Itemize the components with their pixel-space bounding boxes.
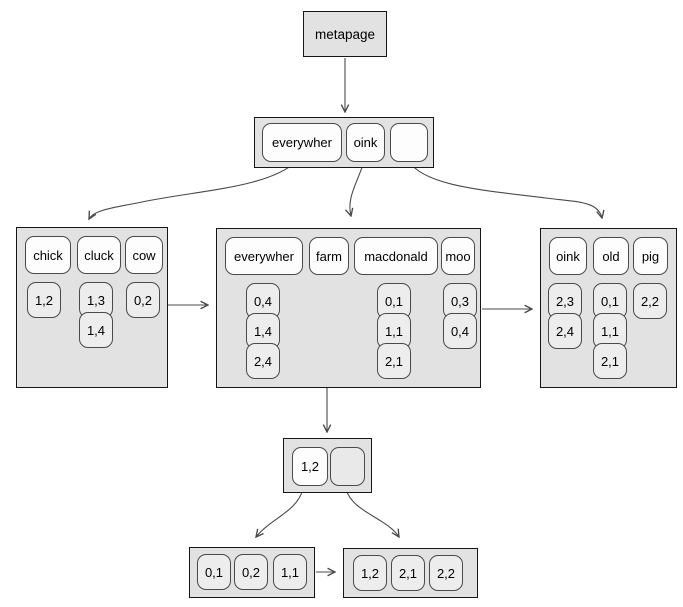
key-moo: moo — [441, 237, 475, 275]
leaf-right-val-2: 2,2 — [429, 555, 463, 591]
root-entry-empty — [390, 123, 428, 162]
posting-cow-0: 0,2 — [126, 282, 160, 318]
posting-cluck-1: 1,4 — [79, 312, 113, 348]
leaf-left-val-2: 1,1 — [273, 554, 307, 590]
key-everywher: everywher — [225, 237, 303, 275]
key-farm: farm — [309, 237, 349, 275]
leaf-right-val-0: 1,2 — [353, 555, 387, 591]
leaf-left-val-0: 0,1 — [197, 554, 231, 590]
key-chick: chick — [25, 236, 71, 274]
posting-root-entry-empty — [330, 447, 365, 486]
posting-moo-1: 0,4 — [443, 313, 477, 349]
entry-page-right: oink old pig 2,3 2,4 0,1 1,1 2,1 2,2 — [540, 228, 677, 388]
entry-page-left: chick cluck cow 1,2 1,3 1,4 0,2 — [16, 227, 168, 388]
key-oink: oink — [549, 237, 587, 275]
key-macdonald: macdonald — [354, 237, 438, 275]
arrow-posting-root-to-right-leaf — [345, 488, 399, 537]
posting-pig-0: 2,2 — [633, 283, 667, 319]
root-entry-everywher: everywher — [262, 123, 342, 162]
key-cow: cow — [125, 236, 163, 274]
arrow-root-to-right-page — [408, 160, 602, 218]
metapage-box: metapage — [303, 11, 387, 57]
posting-macdonald-2: 2,1 — [377, 343, 411, 379]
key-cluck: cluck — [77, 236, 121, 274]
root-entry-page: everywher oink — [254, 117, 434, 168]
posting-tree-root: 1,2 — [283, 438, 372, 493]
posting-leaf-left: 0,1 0,2 1,1 — [189, 547, 315, 598]
posting-chick-0: 1,2 — [27, 282, 61, 318]
leaf-left-val-1: 0,2 — [234, 554, 268, 590]
root-entry-oink: oink — [346, 123, 385, 162]
arrow-posting-root-to-left-leaf — [256, 488, 304, 537]
posting-everywher-2: 2,4 — [246, 343, 280, 379]
posting-leaf-right: 1,2 2,1 2,2 — [343, 548, 478, 598]
key-pig: pig — [633, 237, 668, 275]
leaf-right-val-1: 2,1 — [391, 555, 425, 591]
entry-page-middle: everywher farm macdonald moo 0,4 1,4 2,4… — [216, 228, 481, 388]
arrow-root-to-middle-page — [350, 160, 365, 216]
key-old: old — [593, 237, 629, 275]
posting-root-entry-0: 1,2 — [292, 447, 328, 486]
arrow-root-to-left-page — [89, 160, 298, 219]
posting-oink-1: 2,4 — [548, 313, 582, 349]
posting-old-2: 2,1 — [593, 343, 627, 379]
